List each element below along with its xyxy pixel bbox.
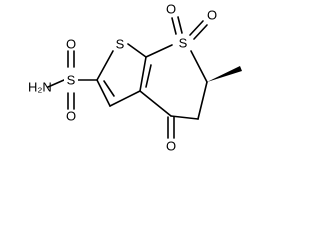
atom-label-h2n: H₂N: [28, 80, 52, 95]
bond-c6-c5: [197, 81, 208, 120]
atom-label-sulfone-o-right: O: [207, 8, 217, 23]
bond-c3a-c3: [109, 90, 141, 107]
bond-c4-c3a: [139, 90, 172, 117]
bond-c7a-s7: [145, 44, 173, 58]
atom-label-sulfonamide-s: S: [67, 73, 76, 88]
bond-s7-o-left-a: [171, 17, 177, 35]
atom-label-ketone-o: O: [166, 139, 176, 154]
bond-s7-c6: [190, 50, 208, 83]
atom-label-sulfonamide-o-bottom: O: [66, 109, 76, 124]
atom-bg-sulfonamide-s: [64, 73, 78, 88]
structure-canvas: H₂N S O O S S O O O: [28, 2, 242, 154]
molecule-structure: H₂N S O O S S O O O: [28, 2, 242, 154]
atom-label-layer: H₂N S O O S S O O O: [28, 2, 217, 154]
bond-s1-c7a: [127, 43, 147, 58]
bond-s7-o-right-b: [193, 24, 208, 40]
bond-c3-c2-inner: [103, 80, 115, 97]
bond-layer: [47, 16, 242, 139]
bond-s7-o-left-b: [177, 16, 183, 34]
atom-label-thiophene-s: S: [116, 37, 125, 52]
bond-c3-c2: [96, 79, 111, 107]
methyl-wedge-bond: [207, 66, 242, 82]
atom-label-sulfonamide-o-top: O: [66, 37, 76, 52]
bond-c7a-c3a-inner: [145, 64, 152, 88]
bond-s7-o-right-a: [189, 20, 204, 36]
atom-label-sulfone-o-left: O: [166, 2, 176, 17]
bond-c7a-c3a: [139, 56, 147, 92]
bond-c2-s1: [96, 50, 114, 81]
bond-c5-c4: [170, 115, 199, 120]
bond-n-s: [47, 79, 65, 88]
atom-label-sulfone-s: S: [179, 36, 188, 51]
